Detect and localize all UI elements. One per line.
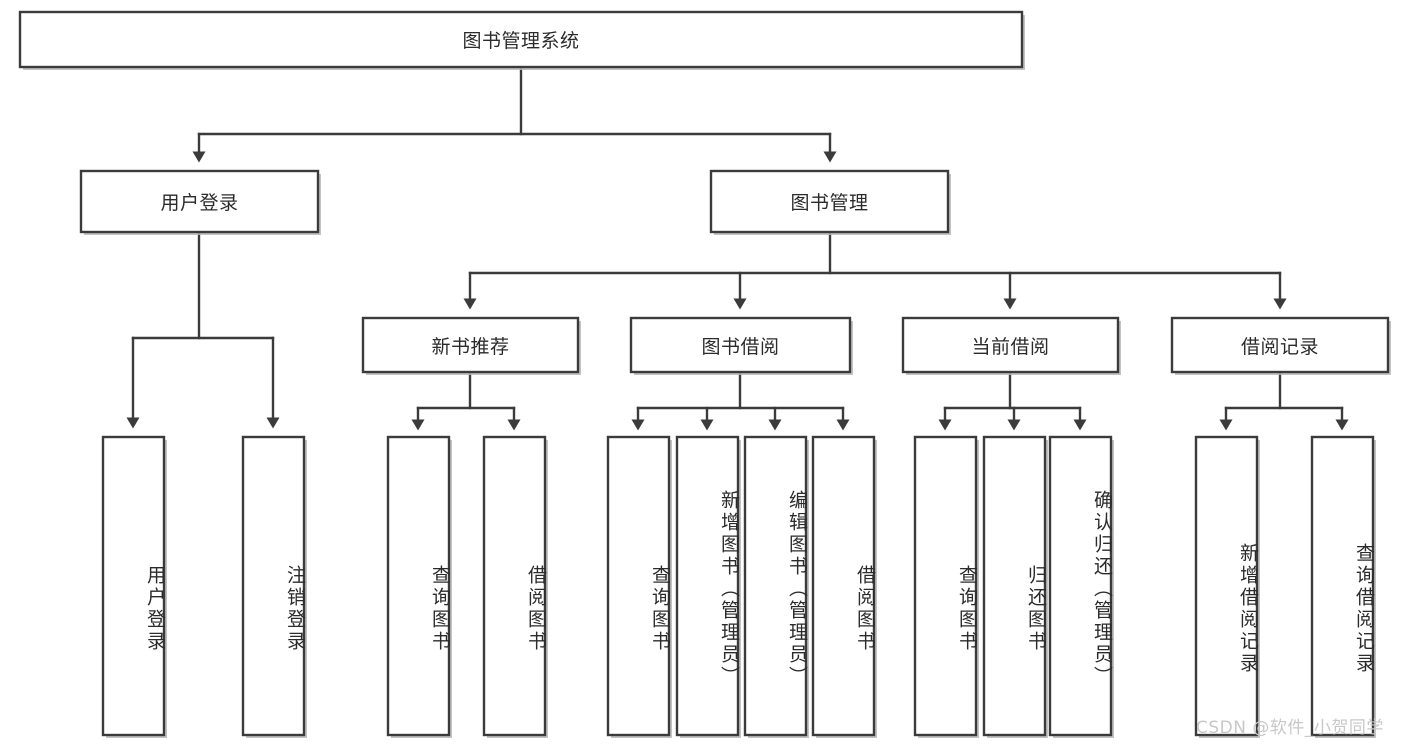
node-box-borrow-record[interactable] [1170,316,1390,374]
connector-group-root [192,65,837,163]
node-box-user-login[interactable] [79,169,320,234]
node-box-leaf-borrow-book[interactable] [811,435,876,737]
connector-group-borrow-record [1219,370,1349,431]
connector-group-book-borrow [631,370,850,431]
node-box-leaf-logout[interactable] [241,435,306,737]
connector-group-user-login [126,230,280,429]
node-boxes-layer [18,10,1391,738]
node-box-leaf-edit-book[interactable] [743,435,808,737]
node-box-leaf-confirm-return[interactable] [1048,435,1113,737]
node-box-book-management[interactable] [709,169,950,234]
connector-group-current-borrow [938,370,1087,431]
node-box-current-borrow[interactable] [901,316,1120,374]
node-box-root[interactable] [18,10,1024,69]
connector-group-new-book-recommend [411,370,521,431]
node-box-leaf-add-borrow-record[interactable] [1194,435,1259,737]
node-box-leaf-borrow-book-recommend[interactable] [482,435,547,737]
node-box-leaf-query-borrow-record[interactable] [1310,435,1375,737]
node-box-leaf-query-book-recommend[interactable] [386,435,451,737]
node-box-leaf-query-book-borrow[interactable] [606,435,671,737]
node-box-leaf-query-book-current[interactable] [913,435,978,737]
node-box-book-borrow[interactable] [629,316,852,374]
connector-group-book-management [463,230,1287,310]
node-box-leaf-user-login[interactable] [101,435,166,737]
node-box-new-book-recommend[interactable] [361,316,580,374]
node-box-leaf-add-book[interactable] [675,435,740,737]
node-box-leaf-return-book[interactable] [982,435,1047,737]
